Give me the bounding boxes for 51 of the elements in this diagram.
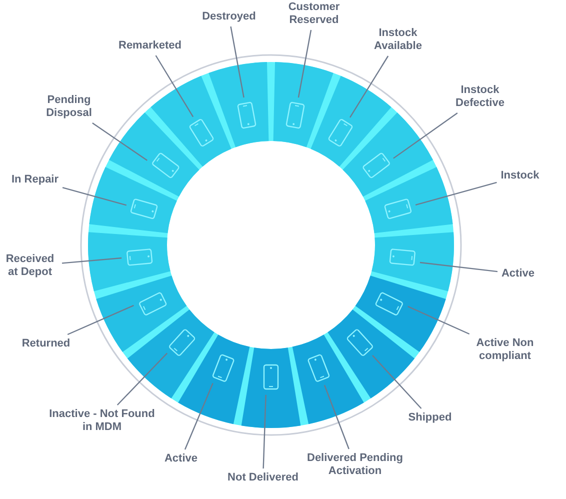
- leader-line: [324, 384, 350, 450]
- ring-segment: [292, 334, 364, 424]
- ring-segment: [150, 76, 232, 167]
- leader-line: [415, 182, 497, 206]
- status-label: Returned: [22, 338, 70, 350]
- leader-line: [67, 304, 134, 336]
- leader-line: [420, 262, 498, 272]
- status-label: Customer Reserved: [287, 1, 341, 27]
- status-label: Delivered Pending Activation: [306, 452, 404, 478]
- status-label: Received at Depot: [4, 253, 56, 279]
- ring-segment: [328, 309, 415, 398]
- ring-segment: [355, 276, 446, 352]
- status-label: Instock Defective: [454, 84, 506, 110]
- status-label: Destroyed: [202, 10, 256, 24]
- leader-line: [184, 383, 214, 450]
- leader-line: [393, 112, 458, 159]
- ring-segment: [208, 62, 269, 148]
- ring-segment: [342, 112, 433, 197]
- leader-line: [408, 306, 470, 335]
- leader-line: [298, 30, 312, 98]
- status-label: Shipped: [408, 412, 452, 424]
- ring-segment: [109, 112, 200, 197]
- status-label: Active Non compliant: [475, 337, 535, 363]
- ring-segment: [310, 76, 392, 167]
- leader-line: [62, 187, 127, 206]
- leader-line: [92, 122, 148, 161]
- ring-segment: [127, 309, 214, 398]
- ring-segment: [89, 167, 177, 234]
- ring-segment: [273, 62, 334, 148]
- status-label: Not Delivered: [228, 472, 298, 484]
- ring-segment: [241, 348, 301, 428]
- status-label: Active: [501, 268, 535, 280]
- leader-line: [62, 257, 122, 264]
- ring-segment: [96, 276, 187, 352]
- ring-segment: [372, 232, 454, 292]
- status-label: Inactive - Not Found in MDM: [48, 408, 156, 434]
- status-label: Pending Disposal: [45, 94, 93, 120]
- ring-segment: [178, 334, 250, 424]
- leader-line: [230, 26, 244, 98]
- status-label: Remarketed: [118, 40, 182, 52]
- leader-line: [349, 56, 389, 118]
- status-label: In Repair: [11, 174, 59, 186]
- leader-line: [155, 55, 194, 118]
- leader-line: [116, 352, 168, 406]
- ring-segment: [365, 167, 453, 234]
- status-label: Instock: [500, 170, 540, 182]
- status-label: Instock Available: [373, 27, 423, 53]
- leader-line: [262, 394, 266, 469]
- ring-segment: [88, 232, 170, 292]
- status-label: Active: [164, 452, 198, 466]
- leader-line: [372, 355, 422, 409]
